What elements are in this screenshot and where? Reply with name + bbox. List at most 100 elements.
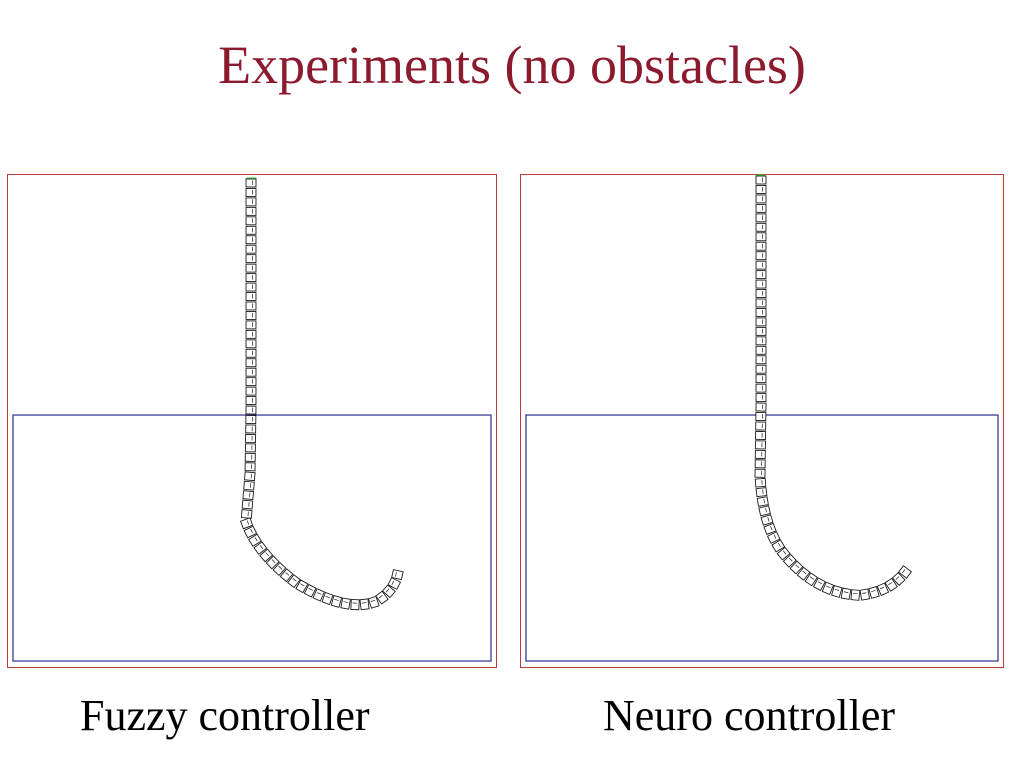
robot-footprint: [782, 553, 797, 568]
robot-footprint: [245, 301, 257, 311]
robot-footprint: [796, 566, 811, 581]
robot-footprint: [244, 471, 256, 482]
robot-footprint: [330, 595, 343, 608]
robot-footprint: [240, 509, 253, 519]
robot-footprint: [763, 522, 777, 535]
robot-footprint: [755, 487, 768, 498]
robot-footprint: [287, 574, 301, 589]
robot-footprint: [243, 525, 258, 539]
robot-footprint: [755, 175, 767, 185]
robot-footprint: [755, 213, 767, 223]
fuzzy-controller-caption: Fuzzy controller: [80, 691, 370, 740]
robot-footprint: [755, 430, 767, 440]
robot-footprint: [245, 225, 257, 235]
robot-footprint: [755, 364, 767, 374]
robot-footprint: [755, 260, 767, 270]
robot-trail: [240, 178, 404, 611]
robot-footprint: [831, 584, 843, 598]
robot-footprint: [755, 298, 767, 308]
robot-trail: [754, 175, 913, 601]
robot-footprint: [754, 477, 767, 488]
robot-footprint: [245, 348, 257, 358]
robot-footprint: [248, 533, 262, 547]
robot-footprint: [312, 588, 325, 602]
robot-footprint: [760, 514, 774, 526]
robot-footprint: [242, 490, 255, 500]
robot-footprint: [755, 270, 767, 280]
robot-footprint: [755, 203, 767, 213]
robot-footprint: [245, 178, 257, 188]
robot-footprint: [755, 317, 767, 327]
robot-footprint: [272, 561, 287, 576]
robot-footprint: [755, 374, 767, 384]
robot-footprint: [755, 185, 767, 194]
robot-footprint: [821, 581, 835, 595]
fuzzy-simulation-panel: [7, 174, 497, 668]
neuro-simulation-panel: [520, 174, 1004, 668]
robot-footprint: [756, 496, 769, 507]
robot-footprint: [245, 244, 257, 254]
robot-footprint: [340, 597, 351, 610]
robot-footprint: [812, 577, 826, 592]
robot-footprint: [245, 311, 257, 320]
robot-footprint: [776, 546, 791, 561]
robot-footprint: [279, 568, 294, 583]
robot-footprint: [245, 206, 257, 216]
robot-footprint: [755, 355, 767, 365]
robot-footprint: [804, 572, 818, 587]
robot-footprint: [245, 263, 257, 273]
robot-footprint: [789, 560, 804, 575]
robot-footprint: [259, 548, 274, 563]
robot-footprint: [240, 517, 254, 530]
robot-footprint: [265, 555, 280, 570]
robot-footprint: [245, 367, 257, 377]
robot-footprint: [755, 308, 767, 317]
robot-footprint: [350, 599, 360, 611]
robot-footprint: [766, 531, 781, 544]
robot-footprint: [245, 188, 257, 197]
neuro-simulation-canvas: [525, 174, 999, 662]
robot-footprint: [884, 577, 898, 592]
robot-footprint: [898, 565, 913, 579]
robot-footprint: [245, 358, 257, 368]
robot-footprint: [245, 197, 257, 207]
robot-footprint: [245, 414, 257, 425]
robot-footprint: [241, 499, 254, 510]
robot-footprint: [244, 452, 256, 462]
robot-footprint: [244, 462, 256, 472]
robot-footprint: [245, 320, 257, 330]
robot-footprint: [245, 386, 257, 396]
robot-footprint: [755, 194, 767, 204]
robot-footprint: [367, 595, 380, 609]
robot-footprint: [891, 571, 906, 586]
fuzzy-simulation-canvas: [12, 177, 492, 662]
robot-footprint: [245, 292, 257, 301]
robot-footprint: [755, 383, 767, 393]
robot-footprint: [754, 440, 766, 450]
robot-footprint: [754, 449, 766, 459]
robot-footprint: [859, 588, 871, 601]
robot-footprint: [387, 577, 402, 590]
robot-footprint: [245, 329, 257, 339]
robot-footprint: [245, 377, 257, 387]
neuro-controller-caption: Neuro controller: [603, 691, 895, 740]
robot-footprint: [244, 443, 256, 453]
robot-footprint: [243, 480, 255, 491]
robot-footprint: [295, 579, 309, 594]
robot-footprint: [359, 598, 370, 611]
robot-footprint: [755, 412, 767, 422]
target-zone: [12, 414, 492, 662]
robot-footprint: [755, 222, 767, 232]
robot-footprint: [391, 569, 404, 581]
robot-footprint: [755, 402, 767, 412]
robot-footprint: [245, 405, 257, 415]
robot-footprint: [754, 459, 766, 469]
robot-footprint: [755, 326, 767, 336]
robot-footprint: [375, 590, 389, 605]
robot-footprint: [245, 424, 257, 434]
robot-footprint: [771, 539, 786, 553]
robot-footprint: [755, 393, 767, 403]
robot-footprint: [755, 251, 767, 261]
robot-footprint: [840, 587, 852, 600]
robot-footprint: [245, 433, 257, 443]
